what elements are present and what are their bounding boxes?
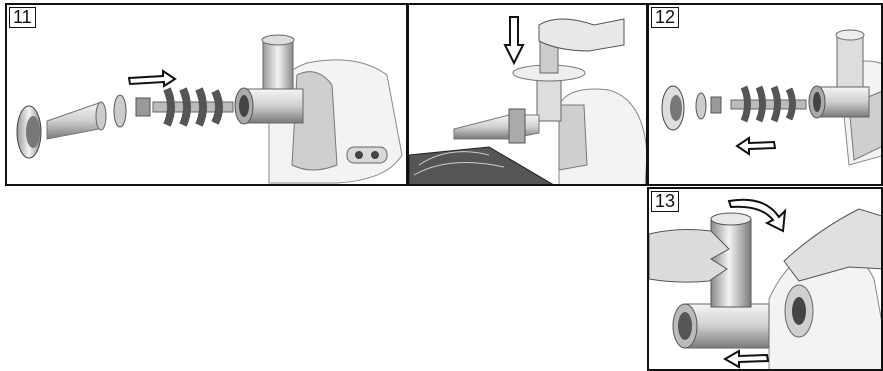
tray-icon [409,147,559,186]
arrow-left-icon [737,138,775,154]
illustration-filling [409,5,648,186]
panel-step-12: 12 [647,3,883,186]
panel-step-11-filling [407,3,648,186]
sausage-nozzle-icon [454,115,539,139]
knife-icon [136,98,150,116]
step-number-13: 13 [651,191,679,212]
hand-left-icon [649,230,729,283]
step-number-12: 12 [651,7,679,28]
cutting-plate-icon [114,95,126,127]
hand-icon [539,19,624,51]
knife-icon [711,97,721,113]
illustration-assembly-11 [7,5,408,186]
illustration-removal-13 [649,189,883,371]
auger-icon [153,89,233,125]
arrow-left-icon [725,351,768,367]
ring-nut-icon [17,106,41,158]
cutting-plate-icon [696,93,706,119]
panel-step-11: 11 [5,3,408,186]
arrow-down-icon [505,17,523,63]
panel-step-13: 13 [647,187,883,371]
arrow-right-icon [129,71,175,86]
step-number-11: 11 [9,7,36,28]
sausage-nozzle-icon [47,103,99,139]
ring-nut-icon [662,86,684,130]
illustration-disassembly-12 [649,5,883,186]
auger-icon [731,87,806,121]
